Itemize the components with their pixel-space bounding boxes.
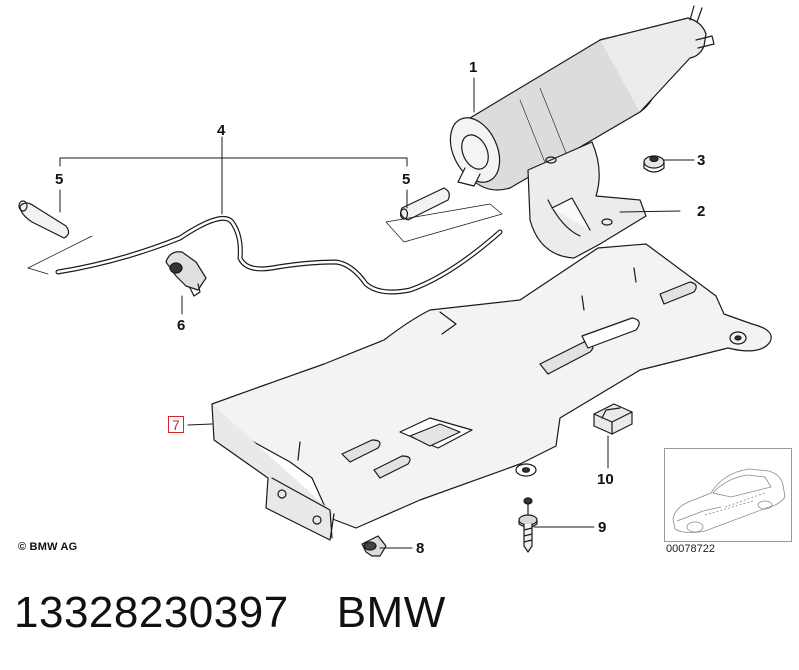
callout-2: 2: [697, 203, 706, 220]
screw: [518, 497, 538, 553]
clamp: [593, 403, 633, 435]
hose-left: [18, 200, 70, 239]
brand-name: BMW: [336, 588, 446, 637]
callout-1: 1: [469, 59, 478, 76]
grommet: [643, 155, 665, 173]
vehicle-thumbnail: [664, 448, 792, 542]
copyright-notice: © BMW AG: [18, 541, 78, 553]
callout-5-left: 5: [55, 171, 64, 188]
fuel-line: [55, 216, 503, 295]
filter-bracket: [527, 141, 647, 259]
part-number: 13328230397: [14, 588, 289, 637]
callout-9: 9: [598, 519, 607, 536]
underbody-shield: [211, 243, 772, 541]
callout-5-right: 5: [402, 171, 411, 188]
callout-3: 3: [697, 152, 706, 169]
clip: [165, 251, 207, 297]
callout-6: 6: [177, 317, 186, 334]
leader-lines: [59, 77, 695, 549]
car-outline-icon: [672, 468, 786, 533]
callout-7-highlighted: 7: [168, 416, 184, 433]
callout-10: 10: [597, 471, 614, 488]
parts-diagram: [18, 5, 772, 557]
fuel-filter: [449, 5, 715, 191]
diagram-reference-number: 00078722: [666, 543, 715, 555]
callout-8: 8: [416, 540, 425, 557]
part-number-line: 13328230397 BMW: [14, 588, 446, 638]
push-nut: [361, 535, 387, 557]
callout-4: 4: [217, 122, 226, 139]
